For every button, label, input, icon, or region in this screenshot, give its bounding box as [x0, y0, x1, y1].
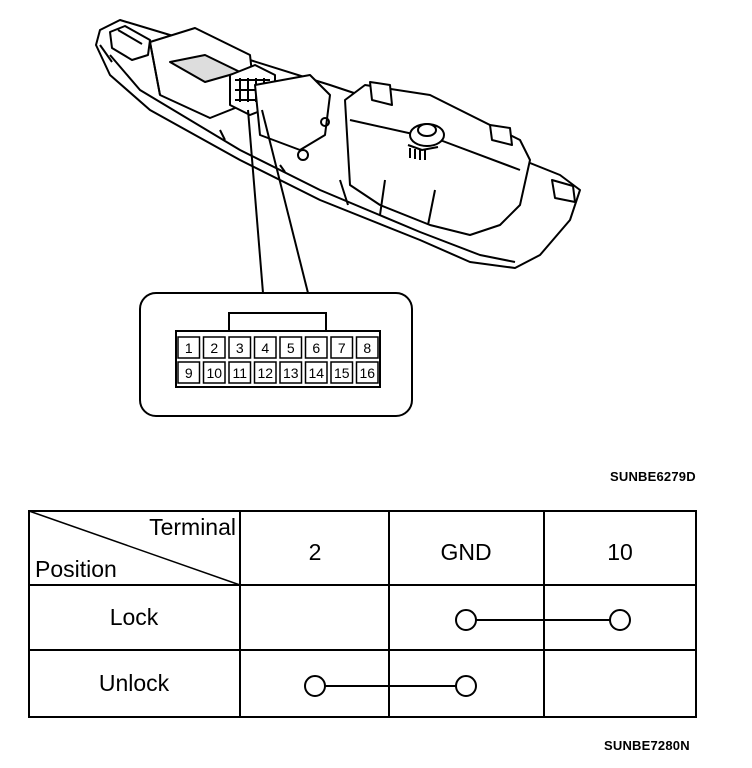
connector-pin-cell [228, 361, 252, 384]
connector-pin-label: 10 [206, 365, 222, 381]
connector-pin-cell [228, 336, 252, 359]
column-headers: 2 GND 10 [309, 539, 633, 565]
connector-pin-cell [355, 336, 379, 359]
connector-pin-label: 9 [185, 365, 193, 381]
leader-lines [247, 109, 309, 294]
connector-pin-label: 6 [312, 340, 320, 356]
header-diagonal [28, 510, 241, 586]
connector-pin-label: 1 [185, 340, 193, 356]
connector-pin-label: 13 [283, 365, 299, 381]
connector-pin-label: 2 [210, 340, 218, 356]
terminal-node [609, 609, 631, 631]
connector-pin-cell [279, 361, 303, 384]
figure-code-top: SUNBE6279D [610, 469, 696, 484]
connector-pin-cell [253, 361, 277, 384]
connector-pin-label: 11 [232, 365, 247, 381]
terminal-node [455, 675, 477, 697]
connector-pin-cell [304, 361, 328, 384]
terminal-node [455, 609, 477, 631]
row-label-unlock: Unlock [99, 670, 170, 696]
connector-pin-label: 8 [363, 340, 371, 356]
connector-pin-label: 7 [338, 340, 346, 356]
connector-pin-cell [177, 361, 201, 384]
connector-pin-label: 14 [308, 365, 324, 381]
connector-pin-cell [330, 361, 354, 384]
connector-pin-label: 5 [287, 340, 295, 356]
row-label-lock: Lock [110, 604, 159, 630]
connector-pin-label: 4 [261, 340, 269, 356]
connector-pin-label: 12 [257, 365, 273, 381]
header-position: Position [35, 556, 117, 582]
connector-pin-cell [253, 336, 277, 359]
table-grid [28, 510, 697, 718]
connector-pin-label: 3 [236, 340, 244, 356]
column-header-2: 2 [309, 539, 322, 565]
connector-pin-cell [304, 336, 328, 359]
column-header-gnd: GND [440, 539, 491, 565]
connector-pin-label: 15 [334, 365, 350, 381]
connector-pin-cell [202, 336, 226, 359]
switch-housing [95, 19, 581, 269]
figure-code-bottom: SUNBE7280N [604, 738, 690, 753]
continuity-connections [304, 609, 631, 697]
header-terminal: Terminal [149, 514, 236, 540]
connector-pin-cell [202, 361, 226, 384]
column-header-10: 10 [607, 539, 633, 565]
connector-pin-label: 16 [359, 365, 375, 381]
connector-pin-cell [279, 336, 303, 359]
connector-pin-cell [355, 361, 379, 384]
terminal-node [304, 675, 326, 697]
connector-pin-cell [177, 336, 201, 359]
connector-pin-cell [330, 336, 354, 359]
